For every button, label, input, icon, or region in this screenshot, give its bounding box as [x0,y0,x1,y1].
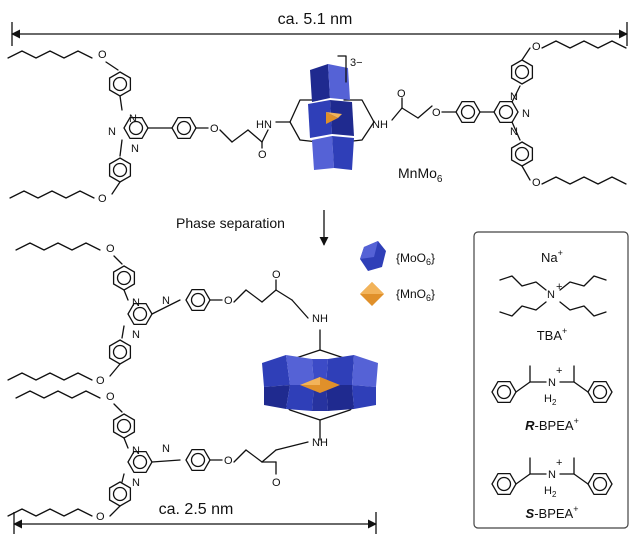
svg-text:O: O [224,295,233,307]
svg-text:NH: NH [372,119,388,131]
svg-text:N: N [548,469,556,481]
svg-text:NH: NH [312,313,328,325]
top-cluster-charge: 3− [350,57,363,69]
svg-text:N: N [132,297,140,309]
bottom-dimension-label: ca. 2.5 nm [159,501,234,518]
svg-text:O: O [96,511,105,523]
svg-text:O: O [432,107,441,119]
svg-text:N: N [162,295,170,307]
svg-text:+: + [556,281,562,293]
svg-text:N: N [522,108,530,120]
svg-text:O: O [98,193,107,205]
top-cluster-label: MnMo6 [398,165,443,185]
svg-text:O: O [272,269,281,281]
bottom-dimension: ca. 2.5 nm [13,501,377,534]
cation-tba: TBA+ [537,326,568,343]
legend-moo6-label: {MoO6} [396,251,435,267]
svg-text:N: N [162,443,170,455]
tba-structure: N + [499,275,607,317]
legend: {MoO6} {MnO6} [360,241,435,306]
svg-text:N: N [132,445,140,457]
svg-text:N: N [510,126,518,138]
top-dimension-label: ca. 5.1 nm [278,11,353,28]
svg-text:+: + [556,365,562,377]
cation-s-bpea: S-BPEA+ [526,504,579,521]
svg-text:O: O [106,391,115,403]
svg-text:O: O [210,123,219,135]
svg-text:N: N [132,477,140,489]
cation-panel: Na+ N + TBA+ N + H2 [473,231,629,529]
svg-text:O: O [258,149,267,161]
svg-text:O: O [397,88,406,100]
legend-moo6: {MoO6} [360,241,435,271]
top-dimension: ca. 5.1 nm [11,11,628,46]
svg-text:NH: NH [312,437,328,449]
bottom-molecule: O N N N O O NH O O [7,242,378,523]
svg-text:O: O [98,49,107,61]
svg-text:N: N [132,329,140,341]
legend-mno6: {MnO6} [360,282,435,306]
s-bpea-h2: H2 [544,485,557,499]
svg-text:N: N [108,126,116,138]
r-bpea-structure: N + H2 [491,365,613,407]
top-molecule: O N N N O O O HN 3− [7,40,627,205]
phase-separation-label: Phase separation [176,215,285,231]
svg-text:N: N [129,113,137,125]
cation-na: Na+ [541,248,563,265]
svg-text:N: N [547,289,555,301]
svg-text:O: O [532,177,541,189]
svg-text:O: O [272,477,281,489]
legend-mno6-label: {MnO6} [396,287,435,303]
s-bpea-structure: N + H2 [491,457,613,499]
svg-text:N: N [548,377,556,389]
svg-text:O: O [106,243,115,255]
svg-text:O: O [224,455,233,467]
svg-text:O: O [532,41,541,53]
svg-text:O: O [96,375,105,387]
svg-text:HN: HN [256,119,272,131]
r-bpea-h2: H2 [544,393,557,407]
phase-separation-step: Phase separation [176,210,329,246]
cation-r-bpea: R-BPEA+ [525,416,579,433]
svg-text:+: + [556,457,562,469]
svg-text:N: N [131,143,139,155]
